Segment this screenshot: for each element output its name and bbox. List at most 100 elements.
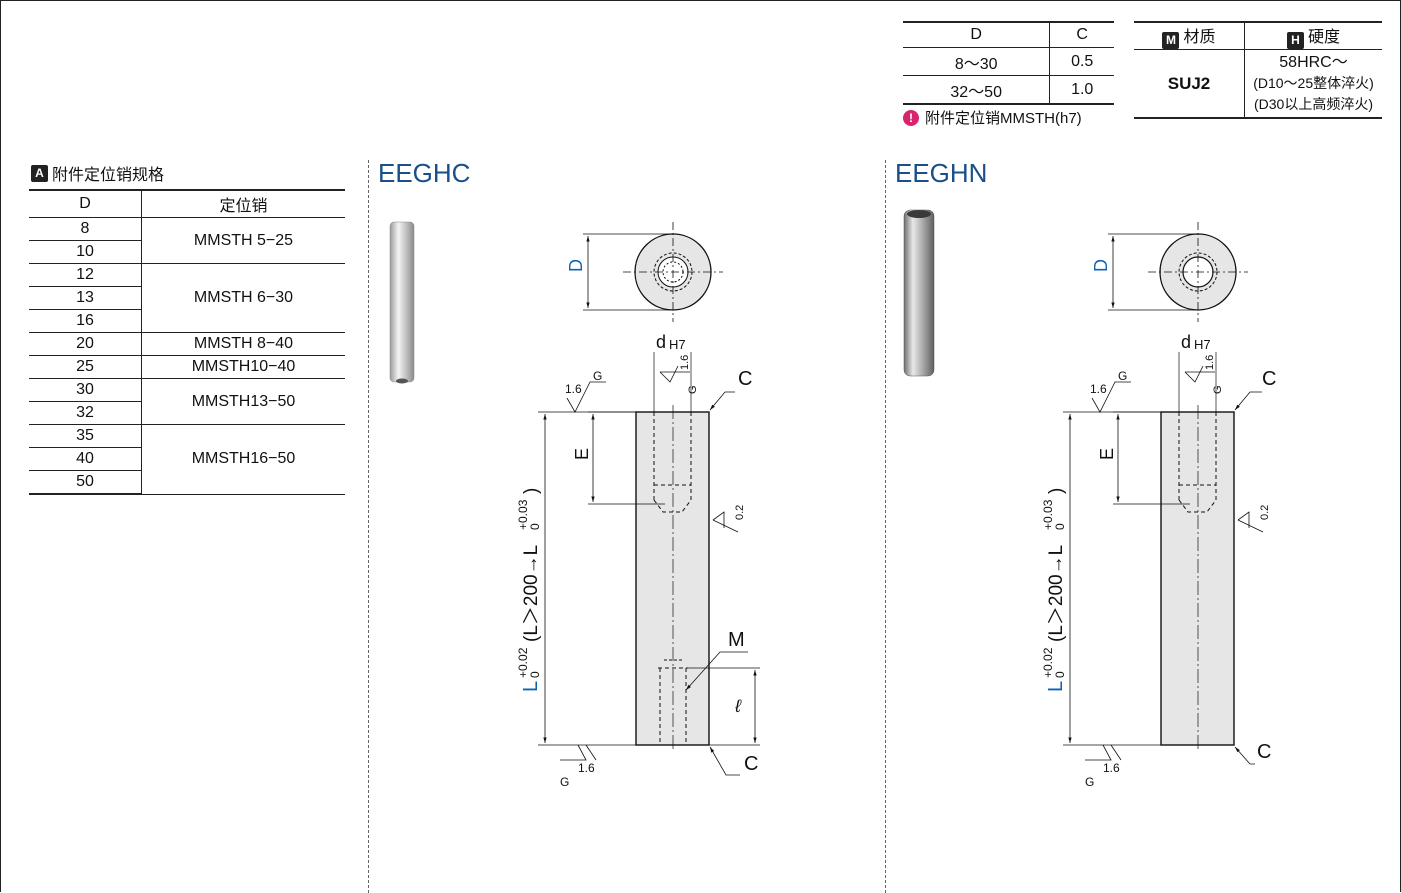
roughness-label: 1.6 xyxy=(565,382,582,396)
cell-d: 50 xyxy=(29,470,142,495)
table-row: SUJ2 58HRC～ (D10～25整体淬火) (D30以上高频淬火) xyxy=(1134,49,1382,119)
cell-pin: MMSTH13−50 xyxy=(141,378,345,425)
table-row: 40 xyxy=(29,447,345,471)
chamfer-bottom-label: C xyxy=(744,753,758,775)
cell-d: 32～50 xyxy=(903,75,1051,105)
g-label: G xyxy=(1118,369,1127,383)
dim-d-label: D xyxy=(1091,259,1111,272)
cell-pin: MMSTH 6−30 xyxy=(141,263,345,333)
pin-note-text: 附件定位销MMSTH(h7) xyxy=(925,110,1082,127)
cell-d: 10 xyxy=(29,240,142,264)
cell-d: 13 xyxy=(29,286,142,310)
cell-d: 25 xyxy=(29,355,142,379)
divider xyxy=(368,160,369,893)
svg-text:L: L xyxy=(1045,681,1067,692)
cell-d: 40 xyxy=(29,447,142,471)
hardness-header-label: 硬度 xyxy=(1307,29,1340,46)
roughness-label: 1.6 xyxy=(1103,761,1120,775)
header-d: D xyxy=(903,21,1051,48)
g-label: G xyxy=(1212,385,1224,394)
cell-d: 20 xyxy=(29,332,142,356)
cell-d: 30 xyxy=(29,378,142,402)
g-label: G xyxy=(593,369,602,383)
table-row: 32～50 1.0 xyxy=(903,75,1114,105)
svg-text:0: 0 xyxy=(528,523,542,530)
svg-text:): ) xyxy=(521,488,542,494)
cell-d: 8～30 xyxy=(903,47,1051,76)
chamfer-top-label: C xyxy=(1262,368,1276,390)
header-d: D xyxy=(29,189,142,218)
svg-text:+0.02: +0.02 xyxy=(516,647,530,678)
divider xyxy=(885,160,886,893)
cell-d: 35 xyxy=(29,424,142,448)
dim-d-label: D xyxy=(566,259,586,272)
hardness-line: 58HRC～ xyxy=(1279,54,1348,71)
svg-text:+0.02: +0.02 xyxy=(1041,647,1055,678)
thread-label: M xyxy=(728,629,745,651)
material-badge-icon: M xyxy=(1162,32,1180,49)
chamfer-bottom-label: C xyxy=(1257,741,1271,763)
cell-d: 12 xyxy=(29,263,142,287)
cell-pin: MMSTH 5−25 xyxy=(141,217,345,264)
e-dim-label: E xyxy=(1097,448,1117,460)
cell-pin: MMSTH16−50 xyxy=(141,424,345,495)
bore-label: d xyxy=(656,332,666,352)
chamfer-top-label: C xyxy=(738,368,752,390)
section-title-eeghc: EEGHC xyxy=(378,158,471,188)
drawing-eeghn xyxy=(1063,222,1264,765)
material-value: SUJ2 xyxy=(1134,49,1245,119)
e-dim-label: E xyxy=(572,448,592,460)
roughness-label: 1.6 xyxy=(578,761,595,775)
svg-text:(L＞200→L: (L＞200→L xyxy=(521,545,542,642)
hardness-badge-icon: H xyxy=(1286,32,1304,49)
svg-text:(L＞200→L: (L＞200→L xyxy=(1046,545,1067,642)
perp-label: 0.2 xyxy=(734,505,746,520)
table-row: 16 xyxy=(29,309,345,333)
roughness-label: 1.6 xyxy=(1204,355,1216,370)
hardness-line: (D10～25整体淬火) xyxy=(1253,75,1374,91)
ell-label: ℓ xyxy=(734,696,742,716)
svg-text:+0.03: +0.03 xyxy=(1041,499,1055,530)
roughness-label: 1.6 xyxy=(1090,382,1107,396)
drawing-eeghc xyxy=(538,222,760,776)
bore-tol-label: H7 xyxy=(669,337,686,352)
chamfer-table: D C 8～30 0.5 32～50 1.0 xyxy=(903,21,1114,105)
table-row: 10 xyxy=(29,240,345,264)
table-row: 32 xyxy=(29,401,345,425)
material-header-label: 材质 xyxy=(1183,29,1216,46)
bore-label: d xyxy=(1181,332,1191,352)
spec-badge-icon: A xyxy=(31,164,48,182)
g-label: G xyxy=(1085,775,1094,789)
cell-d: 8 xyxy=(29,217,142,241)
pin-note: ! 附件定位销MMSTH(h7) xyxy=(903,107,1082,128)
spec-title-text: 附件定位销规格 xyxy=(52,167,165,184)
perp-label: 0.2 xyxy=(1259,505,1271,520)
cell-pin: MMSTH10−40 xyxy=(141,355,345,379)
table-row: 8～30 0.5 xyxy=(903,47,1114,76)
svg-text:0: 0 xyxy=(1053,671,1067,678)
product-photo-eeghc xyxy=(389,221,415,384)
info-icon: ! xyxy=(903,109,919,126)
cell-d: 16 xyxy=(29,309,142,333)
table-row: 13 xyxy=(29,286,345,310)
svg-text:+0.03: +0.03 xyxy=(516,499,530,530)
svg-text:0: 0 xyxy=(1053,523,1067,530)
length-dim-label: L +0.02 0 (L＞200→L +0.03 0 ) xyxy=(1041,488,1067,692)
cell-c: 1.0 xyxy=(1049,75,1114,105)
cell-d: 32 xyxy=(29,401,142,425)
header-c: C xyxy=(1049,21,1114,48)
drawing-eeghn-labels: D d H7 C C E 1.6 G 1.6 G 1.6 G 0.2 L +0.… xyxy=(1041,259,1276,789)
hardness-line: (D30以上高频淬火) xyxy=(1253,96,1373,112)
product-photo-eeghn xyxy=(903,209,935,377)
length-dim-label: L +0.02 0 (L＞200→L +0.03 0 ) xyxy=(516,488,542,692)
